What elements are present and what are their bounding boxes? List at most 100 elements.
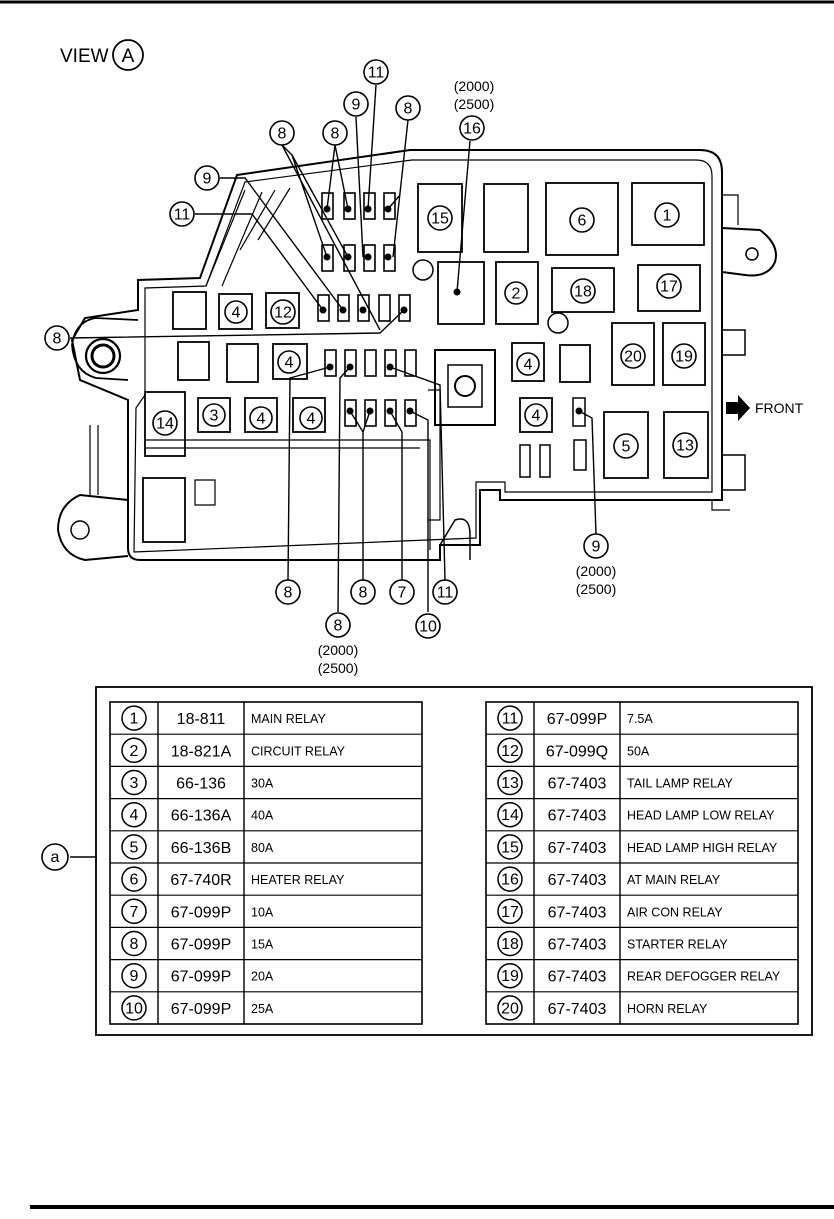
callout-8: 8 bbox=[350, 579, 376, 605]
callout-number: 8 bbox=[278, 126, 287, 143]
fuse-12 bbox=[265, 292, 300, 329]
component-boxes bbox=[142, 182, 709, 543]
row-part-number: 67-099Q bbox=[546, 743, 608, 760]
callout-number: 5 bbox=[622, 439, 631, 456]
callout-4: 4 bbox=[224, 300, 248, 324]
slot-a bbox=[519, 444, 531, 478]
slot-b bbox=[539, 444, 551, 478]
row-description: 20A bbox=[251, 970, 274, 984]
callout-number: 10 bbox=[419, 619, 437, 636]
row-number: 12 bbox=[501, 743, 519, 760]
callout-8: 8 bbox=[325, 612, 351, 638]
year-label-bottom-16: (2500) bbox=[454, 96, 494, 112]
callout-3: 3 bbox=[202, 403, 226, 427]
row-number: 3 bbox=[130, 775, 139, 792]
year-label-top-16: (2000) bbox=[454, 78, 494, 94]
fuse-box bbox=[56, 149, 777, 562]
front-label: FRONT bbox=[755, 400, 804, 416]
legend-frame bbox=[95, 686, 813, 1036]
callout-15: 15 bbox=[427, 205, 453, 231]
row-description: AT MAIN RELAY bbox=[627, 873, 721, 887]
relay-5 bbox=[603, 411, 649, 479]
row-part-number: 66-136A bbox=[171, 808, 232, 825]
callout-2: 2 bbox=[504, 281, 528, 305]
callout-number: 18 bbox=[574, 284, 592, 301]
view-label: VIEW bbox=[60, 46, 109, 67]
relay-14 bbox=[144, 391, 186, 457]
view-letter-circle bbox=[112, 39, 144, 71]
mini-fuses bbox=[317, 192, 417, 427]
callout-13: 13 bbox=[672, 432, 698, 458]
row-description: 50A bbox=[627, 744, 650, 758]
callout-17: 17 bbox=[656, 273, 682, 299]
row-description: MAIN RELAY bbox=[251, 712, 326, 726]
row-description: 7.5A bbox=[627, 712, 653, 726]
block-center-inner bbox=[447, 364, 483, 408]
row-part-number: 67-7403 bbox=[548, 937, 607, 954]
row-description: STARTER RELAY bbox=[627, 938, 728, 952]
row-part-number: 67-7403 bbox=[548, 872, 607, 889]
year-label-bottom-8: (2500) bbox=[318, 660, 358, 676]
callout-number: 4 bbox=[524, 357, 533, 374]
callout-16: 16 bbox=[459, 115, 485, 141]
callout-number: 2 bbox=[512, 286, 521, 303]
fuse-4-f bbox=[519, 397, 553, 433]
callout-number: 20 bbox=[624, 349, 642, 366]
row-part-number: 66-136 bbox=[176, 776, 226, 793]
callout-number: 7 bbox=[398, 585, 407, 602]
callout-number: 8 bbox=[53, 331, 62, 348]
legend-marker: a bbox=[51, 849, 60, 866]
leader-lines bbox=[69, 84, 597, 858]
callout-4: 4 bbox=[277, 350, 301, 374]
row-number: 17 bbox=[501, 904, 519, 921]
fuse-3 bbox=[197, 397, 231, 433]
row-description: HEAD LAMP LOW RELAY bbox=[627, 809, 775, 823]
callout-4: 4 bbox=[299, 406, 323, 430]
row-part-number: 67-099P bbox=[171, 904, 232, 921]
row-description: 40A bbox=[251, 809, 274, 823]
callout-number: 12 bbox=[274, 305, 292, 322]
callout-11: 11 bbox=[432, 579, 458, 605]
relay-2 bbox=[495, 261, 539, 325]
block-center bbox=[434, 349, 496, 426]
view-letter: A bbox=[122, 46, 135, 67]
row-part-number: 67-099P bbox=[171, 937, 232, 954]
row-number: 7 bbox=[130, 904, 139, 921]
row-number: 1 bbox=[130, 711, 139, 728]
table-row: 12 67-099Q 50A bbox=[486, 733, 798, 764]
row-description: TAIL LAMP RELAY bbox=[627, 777, 733, 791]
relay-13 bbox=[663, 411, 709, 479]
relay-19 bbox=[662, 322, 706, 386]
callout-number: 17 bbox=[660, 279, 678, 296]
callout-8: 8 bbox=[322, 120, 348, 146]
relay-16 bbox=[437, 261, 485, 325]
callout-7: 7 bbox=[389, 579, 415, 605]
row-number: 13 bbox=[501, 775, 519, 792]
fuse-4-e bbox=[511, 342, 545, 382]
callout-9: 9 bbox=[194, 165, 220, 191]
callout-12: 12 bbox=[270, 299, 296, 325]
row-description: HEATER RELAY bbox=[251, 873, 345, 887]
fuse-4-a bbox=[218, 293, 253, 330]
row-number: 6 bbox=[130, 872, 139, 889]
callout-number: 11 bbox=[437, 585, 454, 602]
unmarked-box-c bbox=[226, 343, 259, 383]
slot-c bbox=[573, 439, 587, 471]
callout-8: 8 bbox=[275, 579, 301, 605]
row-number: 20 bbox=[501, 1000, 519, 1017]
fuse-9-slot bbox=[572, 397, 586, 427]
fuse-dots bbox=[319, 205, 583, 415]
unmarked-box-a bbox=[172, 291, 207, 330]
callout-number: 4 bbox=[232, 305, 241, 322]
callout-11: 11 bbox=[169, 201, 195, 227]
relay-6 bbox=[545, 182, 619, 256]
relay-1 bbox=[631, 182, 705, 246]
